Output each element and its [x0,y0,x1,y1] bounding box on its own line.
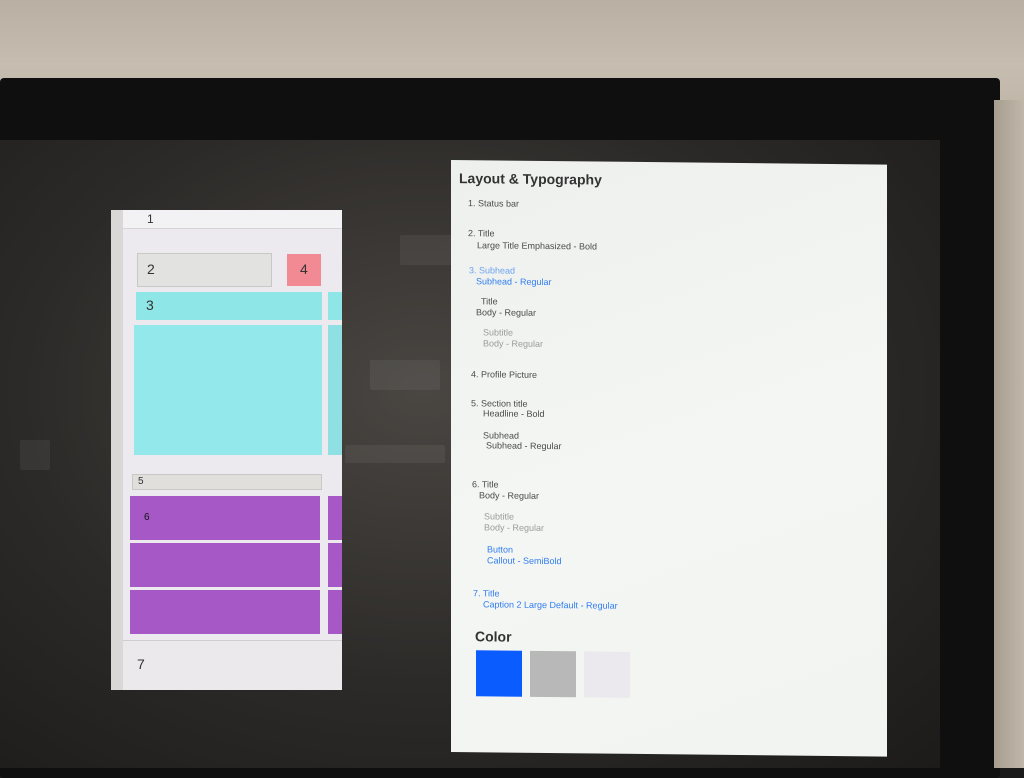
profile-picture-label: 4 [300,261,308,277]
title-block: 2 [137,253,272,287]
phone-wireframe: 1 2 4 3 5 6 7 [111,210,342,690]
spec-row-title-style: Body - Regular [479,490,540,501]
spec-subhead-text: 3. Subhead [469,265,516,276]
spec-caption-style: Caption 2 Large Default - Regular [483,599,618,611]
screen-glare [400,235,460,265]
subhead-block-next [328,292,342,320]
spec-sheet: Layout & Typography 1. Status bar 2. Tit… [451,160,887,757]
wall-edge [994,100,1024,768]
section-title-label: 5 [138,476,144,487]
spec-sub-title: Title [481,296,498,307]
tab-bar-label: 7 [137,656,145,672]
subhead-block-label: 3 [146,297,154,313]
hero-card [134,325,322,455]
spec-profile-picture: 4. Profile Picture [471,369,538,380]
spec-subhead-style: Subhead - Regular [476,276,552,288]
spec-row-button: Button [487,544,514,555]
subhead-block: 3 [136,292,322,320]
spec-title: 2. Title [468,228,495,239]
color-swatch-gray [530,650,576,698]
spec-heading: Layout & Typography [459,170,602,188]
spec-section-subhead: Subhead [483,430,520,441]
screen-glare [345,445,445,463]
list-row-next [328,590,342,634]
spec-row-subtitle: Subtitle [484,511,515,522]
status-bar-label: 1 [147,212,154,226]
color-swatch-blue [476,650,522,697]
list-row-next [328,496,342,540]
hero-card-next [328,325,342,455]
spec-title-style: Large Title Emphasized - Bold [477,240,598,252]
list-row-label: 6 [144,512,150,523]
spec-row-button-style: Callout - SemiBold [487,555,562,567]
spec-sub-title-style: Body - Regular [476,307,537,318]
status-bar-block: 1 [123,210,342,229]
spec-sub-subtitle: Subtitle [483,327,514,338]
spec-caption-title: 7. Title [473,588,500,599]
spec-row-subtitle-style: Body - Regular [484,522,545,533]
spec-sub-subtitle-style: Body - Regular [483,338,544,349]
list-row [130,543,320,587]
color-heading: Color [475,628,512,645]
spec-section-style: Headline - Bold [483,408,545,419]
spec-row-title: 6. Title [472,479,499,490]
list-row-next [328,543,342,587]
spec-section-subhead-style: Subhead - Regular [486,440,562,452]
section-title-block: 5 [132,474,322,490]
spec-section-title: 5. Section title [471,398,528,409]
screen-glare [20,440,50,470]
spec-status-bar: 1. Status bar [468,198,520,209]
title-block-label: 2 [147,261,155,277]
list-row [130,590,320,634]
profile-picture-block: 4 [287,254,321,286]
screen-glare [370,360,440,390]
tab-bar-block: 7 [123,640,342,690]
spec-subhead: 3. Subhead [469,265,515,275]
list-row: 6 [130,496,320,540]
color-swatch-light [584,651,630,698]
